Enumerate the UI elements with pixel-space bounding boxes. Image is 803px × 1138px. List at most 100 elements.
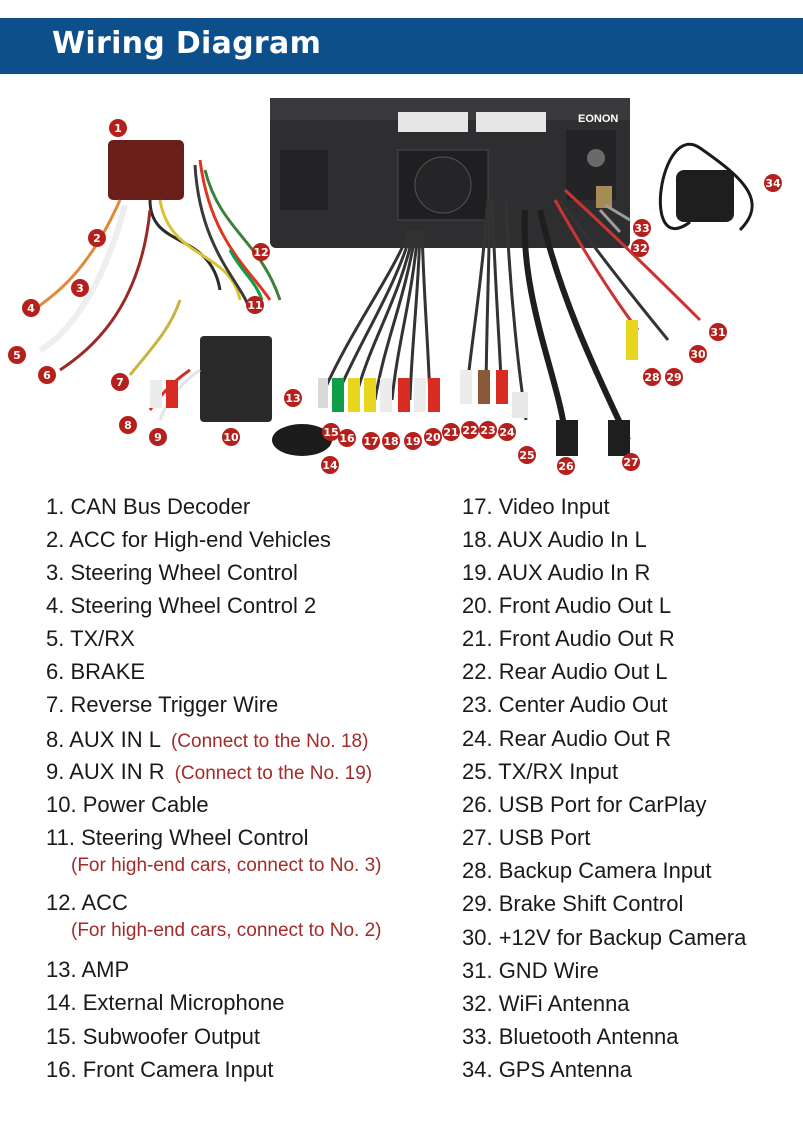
rca-cables <box>318 188 702 442</box>
legend-item-label: 10. Power Cable <box>46 792 209 817</box>
legend-item: 12. ACC(For high-end cars, connect to No… <box>46 890 381 941</box>
legend-item-label: 34. GPS Antenna <box>462 1057 633 1082</box>
legend-item: 4. Steering Wheel Control 2 <box>46 593 316 619</box>
number-marker-label: 13 <box>285 392 300 405</box>
legend-item: 19. AUX Audio In R <box>462 560 650 586</box>
number-marker-label: 2 <box>93 232 101 245</box>
legend-item: 9. AUX IN R(Connect to the No. 19) <box>46 759 372 787</box>
number-marker <box>246 296 264 314</box>
power-connector <box>200 336 272 422</box>
legend-item: 21. Front Audio Out R <box>462 626 675 652</box>
number-marker-label: 29 <box>666 371 681 384</box>
page-title: Wiring Diagram <box>52 26 322 61</box>
number-marker <box>284 389 302 407</box>
number-marker-label: 24 <box>499 426 515 439</box>
number-marker <box>38 366 56 384</box>
number-marker-label: 6 <box>43 369 51 382</box>
number-marker-label: 15 <box>323 426 338 439</box>
legend-item: 23. Center Audio Out <box>462 692 667 718</box>
number-marker-label: 10 <box>223 431 239 444</box>
number-marker <box>442 423 460 441</box>
number-marker-label: 25 <box>519 449 534 462</box>
legend-item-label: 9. AUX IN R <box>46 759 165 784</box>
legend-item: 15. Subwoofer Output <box>46 1024 260 1050</box>
legend-item-label: 20. Front Audio Out L <box>462 593 672 618</box>
number-marker <box>461 421 479 439</box>
number-marker <box>689 345 707 363</box>
legend-item-label: 26. USB Port for CarPlay <box>462 792 707 817</box>
number-marker <box>111 373 129 391</box>
legend-item: 16. Front Camera Input <box>46 1057 273 1083</box>
legend-item: 17. Video Input <box>462 494 610 520</box>
legend-item-label: 3. Steering Wheel Control <box>46 560 298 585</box>
legend-item-label: 32. WiFi Antenna <box>462 991 630 1016</box>
legend-item-note: (For high-end cars, connect to No. 2) <box>71 920 382 941</box>
number-marker-label: 5 <box>13 349 21 362</box>
legend-item: 25. TX/RX Input <box>462 759 618 785</box>
legend-item: 28. Backup Camera Input <box>462 858 711 884</box>
legend-item-label: 19. AUX Audio In R <box>462 560 651 585</box>
number-marker <box>622 453 640 471</box>
legend-item: 20. Front Audio Out L <box>462 593 671 619</box>
legend-item-label: 28. Backup Camera Input <box>462 858 712 883</box>
number-marker-label: 17 <box>363 435 378 448</box>
legend-item: 34. GPS Antenna <box>462 1057 632 1083</box>
legend-item: 1. CAN Bus Decoder <box>46 494 250 520</box>
number-marker <box>764 174 782 192</box>
number-marker-label: 34 <box>765 177 781 190</box>
number-marker-label: 11 <box>247 299 262 312</box>
legend-item-label: 11. Steering Wheel Control <box>46 825 309 850</box>
number-marker <box>643 368 661 386</box>
number-marker <box>665 368 683 386</box>
number-marker-label: 3 <box>76 282 84 295</box>
legend-item: 22. Rear Audio Out L <box>462 659 667 685</box>
number-marker <box>322 423 340 441</box>
legend-item: 33. Bluetooth Antenna <box>462 1024 679 1050</box>
legend-item: 6. BRAKE <box>46 659 145 685</box>
number-marker <box>631 239 649 257</box>
legend-item-label: 22. Rear Audio Out L <box>462 659 668 684</box>
number-marker <box>321 456 339 474</box>
number-marker-label: 20 <box>425 431 441 444</box>
legend-item: 27. USB Port <box>462 825 590 851</box>
header-bar: Wiring Diagram <box>0 18 803 74</box>
number-marker-label: 8 <box>124 419 132 432</box>
number-marker-label: 33 <box>634 222 649 235</box>
legend-item: 7. Reverse Trigger Wire <box>46 692 278 718</box>
number-marker-label: 28 <box>644 371 659 384</box>
number-marker <box>109 119 127 137</box>
legend-item-label: 24. Rear Audio Out R <box>462 726 672 751</box>
number-marker-label: 19 <box>405 435 420 448</box>
number-marker <box>498 423 516 441</box>
number-marker <box>8 346 26 364</box>
number-marker <box>222 428 240 446</box>
legend-item: 13. AMP <box>46 957 129 983</box>
number-marker <box>479 421 497 439</box>
legend-item-label: 13. AMP <box>46 957 130 982</box>
legend-item-note: (For high-end cars, connect to No. 3) <box>71 855 382 876</box>
gps-antenna <box>676 170 734 222</box>
legend-item: 32. WiFi Antenna <box>462 991 630 1017</box>
legend-item: 26. USB Port for CarPlay <box>462 792 707 818</box>
legend-item: 3. Steering Wheel Control <box>46 560 298 586</box>
legend-item-label: 29. Brake Shift Control <box>462 891 684 916</box>
number-marker-label: 31 <box>710 326 725 339</box>
number-marker <box>338 429 356 447</box>
number-marker-label: 18 <box>383 435 398 448</box>
legend-item-label: 23. Center Audio Out <box>462 692 668 717</box>
legend-item: 8. AUX IN L(Connect to the No. 18) <box>46 727 368 755</box>
number-marker <box>71 279 89 297</box>
number-marker-label: 30 <box>690 348 706 361</box>
legend-item: 10. Power Cable <box>46 792 209 818</box>
head-unit: EONON <box>270 98 630 248</box>
number-marker-label: 1 <box>114 122 122 135</box>
legend-item: 5. TX/RX <box>46 626 135 652</box>
number-marker <box>404 432 422 450</box>
number-marker-label: 14 <box>322 459 338 472</box>
number-marker-label: 7 <box>116 376 124 389</box>
number-marker-label: 16 <box>339 432 355 445</box>
number-marker <box>518 446 536 464</box>
wiring-diagram: EONON <box>8 98 782 475</box>
legend-item-label: 16. Front Camera Input <box>46 1057 274 1082</box>
legend-item: 14. External Microphone <box>46 990 284 1016</box>
